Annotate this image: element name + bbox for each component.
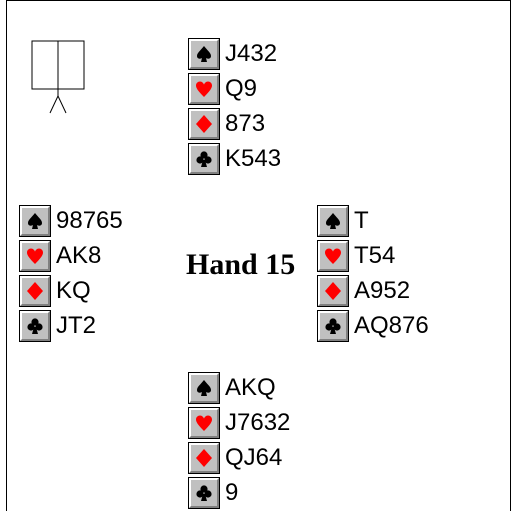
- north-clubs-row: K543: [188, 142, 282, 176]
- south-hearts: J7632: [225, 409, 291, 436]
- south-hearts-row: J7632: [188, 406, 291, 440]
- west-spades-row: 98765: [19, 204, 123, 238]
- heart-icon: [188, 73, 220, 105]
- east-hearts: T54: [354, 242, 396, 269]
- west-hearts: AK8: [56, 242, 102, 269]
- north-spades: J432: [225, 40, 278, 67]
- stand-icon: [31, 40, 85, 119]
- west-clubs-row: JT2: [19, 309, 97, 343]
- west-clubs: JT2: [56, 312, 97, 339]
- spade-icon: [188, 38, 220, 70]
- spade-icon: [317, 205, 349, 237]
- north-spades-row: J432: [188, 37, 278, 71]
- spade-icon: [188, 372, 220, 404]
- west-diamonds: KQ: [56, 277, 91, 304]
- heart-icon: [188, 407, 220, 439]
- diamond-icon: [188, 442, 220, 474]
- west-spades: 98765: [56, 207, 123, 234]
- south-clubs-row: 9: [188, 476, 239, 510]
- heart-icon: [19, 240, 51, 272]
- west-diamonds-row: KQ: [19, 274, 91, 308]
- north-hearts-row: Q9: [188, 72, 258, 106]
- north-diamonds: 873: [225, 110, 266, 137]
- diamond-icon: [188, 108, 220, 140]
- club-icon: [19, 310, 51, 342]
- south-clubs: 9: [225, 479, 239, 506]
- west-hearts-row: AK8: [19, 239, 102, 273]
- east-spades-row: T: [317, 204, 369, 238]
- club-icon: [317, 310, 349, 342]
- east-diamonds-row: A952: [317, 274, 411, 308]
- south-spades-row: AKQ: [188, 371, 276, 405]
- south-diamonds-row: QJ64: [188, 441, 283, 475]
- east-spades: T: [354, 207, 369, 234]
- diamond-icon: [19, 275, 51, 307]
- hand-title: Hand 15: [186, 248, 296, 281]
- hand-diagram-frame: [6, 0, 511, 511]
- club-icon: [188, 477, 220, 509]
- north-diamonds-row: 873: [188, 107, 266, 141]
- east-hearts-row: T54: [317, 239, 396, 273]
- east-clubs: AQ876: [354, 312, 429, 339]
- east-diamonds: A952: [354, 277, 411, 304]
- east-clubs-row: AQ876: [317, 309, 429, 343]
- heart-icon: [317, 240, 349, 272]
- club-icon: [188, 143, 220, 175]
- south-spades: AKQ: [225, 374, 276, 401]
- spade-icon: [19, 205, 51, 237]
- diamond-icon: [317, 275, 349, 307]
- south-diamonds: QJ64: [225, 444, 283, 471]
- north-hearts: Q9: [225, 75, 258, 102]
- north-clubs: K543: [225, 145, 282, 172]
